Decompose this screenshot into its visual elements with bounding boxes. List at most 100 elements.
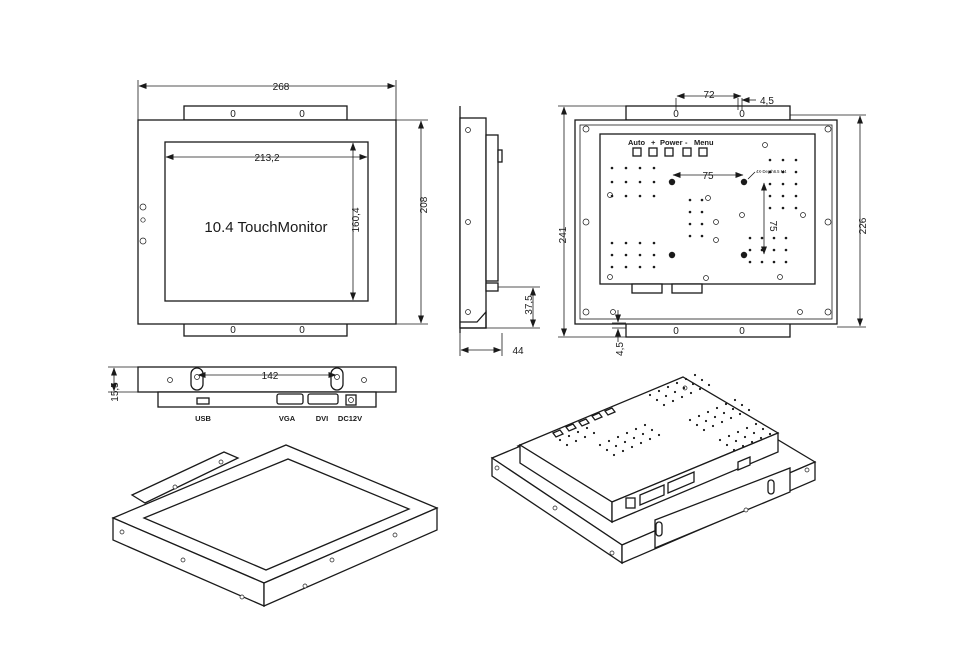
back-plate [599,133,816,285]
port-dc: DC12V [338,414,362,423]
vent-hole-icon [760,248,764,252]
iso-vent-hole-icon [583,435,587,439]
iso-vent-hole-icon [754,422,758,426]
iso-vent-hole-icon [639,441,643,445]
label-minus: - [685,138,688,147]
back-connector-vga [631,283,663,294]
bottom-body [157,391,377,408]
back-bracket-mark-3: 0 [673,326,679,337]
vent-hole-icon [768,182,772,186]
port-dvi: DVI [316,414,329,423]
bottom-view: USB VGA DVI DC12V 142 15,5 [108,366,397,423]
iso-vent-hole-icon [598,443,602,447]
iso-vent-hole-icon [574,439,578,443]
iso-vent-hole-icon [738,412,742,416]
vent-hole-icon [781,206,785,210]
iso-vent-hole-icon [612,453,616,457]
iso-vent-hole-icon [695,423,699,427]
vent-hole-icon [784,236,788,240]
bottom-bezel [137,366,397,393]
vent-hole-icon [610,180,614,184]
back-buttons: Auto + Power - Menu [628,138,714,157]
side-hole-icon [465,219,471,225]
iso-vent-hole-icon [732,448,736,452]
iso-vent-hole-icon [673,390,677,394]
iso-vent-hole-icon [664,394,668,398]
iso-vent-hole-icon [632,436,636,440]
iso-vga-connector [639,484,665,506]
dim-75-h: 75 [702,171,714,182]
vent-hole-icon [794,206,798,210]
vent-hole-icon [688,222,692,226]
button-power-icon [664,147,674,157]
side-body [459,117,487,329]
iso-vent-hole-icon [630,445,634,449]
iso-vent-hole-icon [740,403,744,407]
front-top-bracket [183,105,348,121]
front-screen [164,141,369,302]
vent-hole-icon [794,194,798,198]
iso-vent-hole-icon [657,389,661,393]
iso-vent-hole-icon [585,426,589,430]
vent-hole-icon [784,260,788,264]
vent-hole-icon [652,253,656,257]
back-screws [582,125,832,316]
vent-hole-icon [610,166,614,170]
dim-4-5-bottom: 4,5 [615,342,626,356]
front-bracket-mark-3: 0 [230,325,236,336]
vent-hole-icon [794,158,798,162]
iso-vent-hole-icon [704,419,708,423]
iso-vent-hole-icon [680,395,684,399]
iso-vent-hole-icon [648,437,652,441]
vent-hole-icon [781,158,785,162]
button-auto-icon [632,147,642,157]
iso-vent-hole-icon [634,427,638,431]
iso-vent-hole-icon [725,443,729,447]
iso-vent-hole-icon [724,402,728,406]
back-bracket-mark-4: 0 [739,326,745,337]
back-frame [574,119,838,325]
iso-front-screen [142,458,411,571]
dvi-port-icon [307,393,339,405]
vent-hole-icon [610,265,614,269]
back-top-bracket [625,105,791,121]
dim-44: 44 [512,346,524,357]
dim-37: 37,5 [524,295,535,315]
iso-vent-hole-icon [741,444,745,448]
vent-hole-icon [781,170,785,174]
vent-hole-icon [610,253,614,257]
vent-hole-icon [652,180,656,184]
vga-port-icon [276,393,304,405]
iso-vent-hole-icon [614,444,618,448]
iso-vent-hole-icon [747,408,751,412]
iso-vent-hole-icon [621,449,625,453]
vent-hole-icon [700,234,704,238]
vent-hole-icon [768,158,772,162]
back-bottom-bracket [625,322,791,338]
side-view: 37,5 44 [459,106,540,357]
iso-vent-hole-icon [698,387,702,391]
vesa-hole-icon [740,178,748,186]
iso-vent-hole-icon [733,398,737,402]
iso-vent-hole-icon [623,440,627,444]
usb-port-icon [196,397,210,405]
vent-hole-icon [624,194,628,198]
iso-vent-hole-icon [650,428,654,432]
button-plus-icon [648,147,658,157]
iso-vent-hole-icon [567,434,571,438]
vent-hole-icon [610,194,614,198]
iso-vent-hole-icon [761,427,765,431]
iso-vent-hole-icon [736,430,740,434]
vent-hole-icon [652,265,656,269]
iso-vent-hole-icon [715,406,719,410]
vent-hole-icon [688,198,692,202]
back-bracket-mark-1: 0 [673,109,679,120]
iso-vent-hole-icon [675,381,679,385]
vent-hole-icon [688,210,692,214]
iso-vent-hole-icon [641,432,645,436]
vent-hole-icon [638,253,642,257]
label-auto: Auto [628,138,645,147]
vent-hole-icon [772,236,776,240]
vent-hole-icon [748,248,752,252]
